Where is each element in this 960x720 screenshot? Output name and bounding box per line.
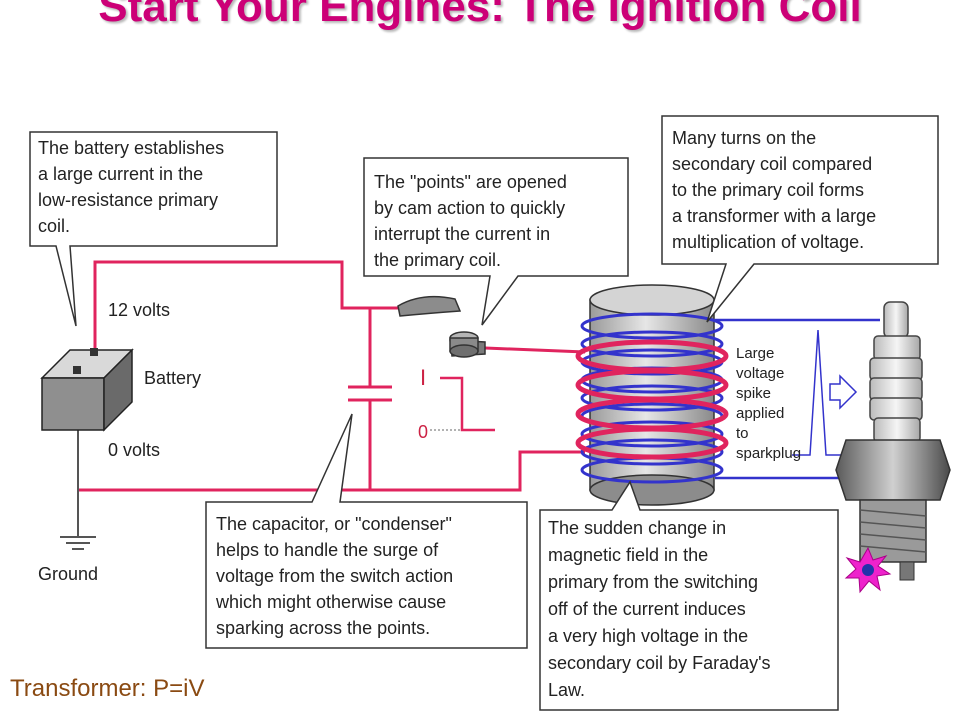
callout-line: low-resistance primary: [38, 190, 218, 210]
label-0-volts: 0 volts: [108, 440, 160, 460]
svg-text:The sudden change in mag: The sudden change in magnetic field in t…: [548, 518, 776, 700]
callout-line: The "points" are opened: [374, 172, 567, 192]
callout-line: voltage from the switch action: [216, 566, 453, 586]
battery-negative-terminal: [73, 366, 81, 374]
points-to-coil-wire: [484, 346, 586, 354]
spike-label: Large voltage spike applied to sparkplug: [736, 345, 801, 462]
callout-line: a transformer with a large: [672, 206, 876, 226]
label-battery: Battery: [144, 368, 201, 388]
callout-line: coil.: [38, 216, 70, 236]
svg-text:Many turns on the second: Many turns on the secondary coil compare…: [672, 128, 881, 252]
spark-plug: [835, 301, 951, 581]
callout-line: Law.: [548, 680, 585, 700]
callout-line: helps to handle the surge of: [216, 540, 439, 560]
callout-line: secondary coil compared: [672, 154, 872, 174]
callout-line: The capacitor, or "condenser": [216, 514, 452, 534]
callout-line: secondary coil by Faraday's: [548, 653, 771, 673]
callout-secondary: Many turns on the secondary coil compare…: [661, 115, 939, 323]
secondary-circuit: [715, 318, 880, 480]
spike-label-line: spike: [736, 385, 771, 402]
spike-label-line: voltage: [736, 365, 784, 382]
primary-circuit: [78, 260, 586, 492]
zero-label: 0: [418, 422, 428, 442]
spark-burst-icon: [844, 546, 892, 594]
primary-winding: [575, 339, 729, 460]
callout-line: to the primary coil forms: [672, 180, 864, 200]
callout-points: The "points" are opened by cam action to…: [363, 157, 629, 326]
callout-line: which might otherwise cause: [215, 592, 446, 612]
callout-line: primary from the switching: [548, 572, 758, 592]
spike-arrow-icon: [829, 374, 858, 410]
voltage-spike-trace: [792, 329, 848, 456]
callout-line: the primary coil.: [374, 250, 501, 270]
callout-line: a very high voltage in the: [548, 626, 748, 646]
transformer-formula: Transformer: P=iV: [10, 675, 205, 702]
callout-line: Many turns on the: [672, 128, 816, 148]
spike-label-line: to: [736, 425, 749, 442]
callout-line: a large current in the: [38, 164, 203, 184]
svg-text:The capacitor, or "condenser": The capacitor, or "condenser" helps to h…: [215, 514, 458, 638]
battery-positive-wire: [93, 260, 400, 350]
callout-line: multiplication of voltage.: [672, 232, 864, 252]
callout-capacitor: The capacitor, or "condenser" helps to h…: [205, 413, 528, 649]
page-title: Start Your Engines: The Ignition Coil: [98, 0, 862, 31]
callout-line: off of the current induces: [548, 599, 746, 619]
callout-line: The sudden change in: [548, 518, 726, 538]
current-label: I: [420, 365, 426, 390]
callout-line: interrupt the current in: [374, 224, 550, 244]
battery-positive-terminal: [90, 348, 98, 356]
current-waveform: [430, 376, 495, 432]
callout-battery: The battery establishes a large current …: [29, 131, 278, 327]
spike-label-line: Large: [736, 345, 774, 362]
breaker-points: [397, 295, 486, 358]
svg-text:The "points" are opened: The "points" are opened by cam action to…: [374, 172, 572, 270]
svg-text:The battery establishes: The battery establishes a large current …: [38, 138, 229, 236]
ground-bus-wire: [78, 450, 585, 492]
callout-line: sparking across the points.: [216, 618, 430, 638]
label-ground: Ground: [38, 564, 98, 584]
label-12-volts: 12 volts: [108, 300, 170, 320]
ignition-coil-diagram: I 0: [29, 115, 951, 711]
callout-line: by cam action to quickly: [374, 198, 565, 218]
spike-label-line: applied: [736, 405, 784, 422]
battery: [40, 348, 134, 432]
callout-faraday: The sudden change in magnetic field in t…: [539, 480, 839, 711]
ignition-coil: [575, 284, 729, 506]
callout-line: magnetic field in the: [548, 545, 708, 565]
spike-label-line: sparkplug: [736, 445, 801, 462]
callout-line: The battery establishes: [38, 138, 224, 158]
